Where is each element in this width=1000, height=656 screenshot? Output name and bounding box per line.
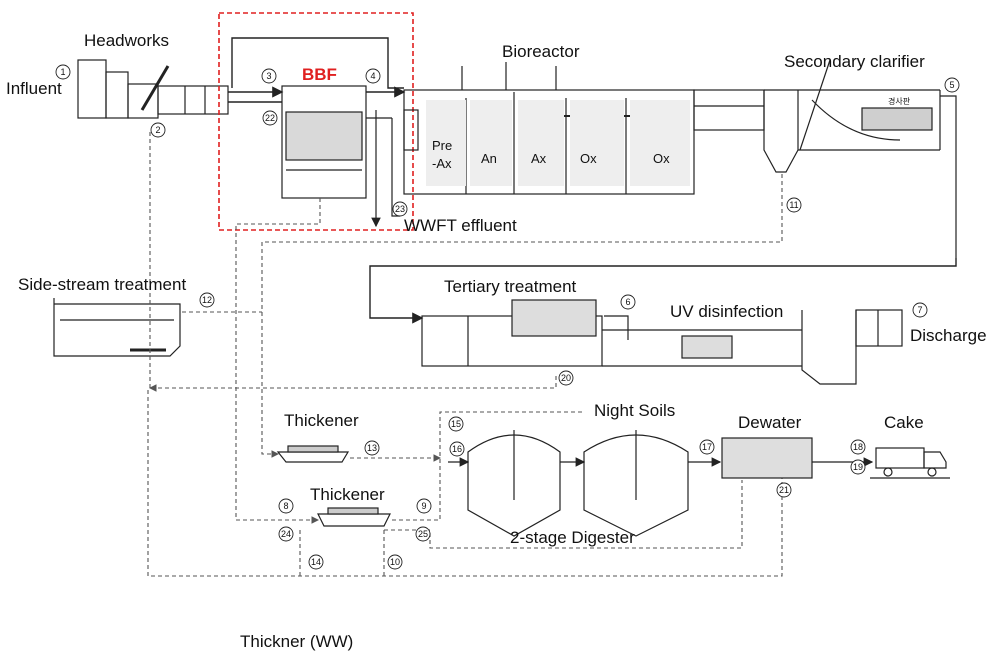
stream-number-23: 23 [395, 204, 405, 214]
digester-1 [467, 430, 561, 537]
label-thickener-1: Thickener [284, 411, 359, 430]
label-bioreactor: Bioreactor [502, 42, 580, 61]
stream-marker-19 [850, 459, 866, 475]
stream-marker-2 [150, 122, 166, 138]
stream-number-24: 24 [281, 529, 291, 539]
label-night-soils: Night Soils [594, 401, 675, 420]
stream-number-12: 12 [202, 295, 212, 305]
label-influent: Influent [6, 79, 62, 98]
label-an: An [481, 151, 497, 166]
stream-marker-13 [364, 440, 380, 456]
thickener-2 [317, 507, 391, 527]
label-wwft-effluent: WWFT effluent [404, 216, 517, 235]
label-side-stream: Side-stream treatment [18, 275, 186, 294]
stream-number-7: 7 [917, 305, 922, 315]
stream-marker-10 [387, 554, 403, 570]
stream-number-22: 22 [265, 113, 275, 123]
truck-icon [870, 447, 950, 479]
stream-marker-22 [262, 110, 278, 126]
dewater-unit [721, 437, 874, 479]
label-uv: UV disinfection [670, 302, 783, 321]
stream-number-19: 19 [853, 462, 863, 472]
stream-number-21: 21 [779, 485, 789, 495]
clarifier-tag: 경사판 [888, 96, 911, 106]
label-ox-2: Ox [653, 151, 670, 166]
stream-marker-16 [449, 441, 465, 457]
bbf-unit [281, 85, 400, 228]
label-tertiary: Tertiary treatment [444, 277, 577, 296]
label-ox-1: Ox [580, 151, 597, 166]
stream-marker-23 [392, 201, 408, 217]
stream-number-14: 14 [311, 557, 321, 567]
stream-marker-14 [308, 554, 324, 570]
secondary-clarifier-unit [693, 59, 957, 258]
return-sludge-line [235, 174, 783, 524]
stream-marker-20 [558, 370, 574, 386]
stream-number-25: 25 [418, 529, 428, 539]
tertiary-line [369, 258, 957, 324]
stream-marker-1 [55, 64, 71, 80]
side-stream-unit [53, 298, 181, 357]
label-headworks: Headworks [84, 31, 169, 50]
stream-marker-12 [199, 292, 215, 308]
stream-number-1: 1 [60, 67, 65, 77]
stream-number-9: 9 [421, 501, 426, 511]
stream-marker-17 [699, 439, 715, 455]
label-bbf: BBF [302, 65, 337, 84]
stream-number-17: 17 [702, 442, 712, 452]
stream-number-16: 16 [452, 444, 462, 454]
headworks-unit [77, 59, 229, 119]
stream-marker-6 [620, 294, 636, 310]
stream-number-15: 15 [451, 419, 461, 429]
stream-marker-21 [776, 482, 792, 498]
stream-marker-25 [415, 526, 431, 542]
stream-marker-7 [912, 302, 928, 318]
digester-2 [583, 430, 689, 537]
side-stream-lines [148, 130, 557, 392]
stream-marker-15 [448, 416, 464, 432]
label-pre-ax-2: -Ax [432, 156, 452, 171]
stream-marker-3 [261, 68, 277, 84]
thickener-1 [276, 445, 350, 463]
label-pre-ax-1: Pre [432, 138, 452, 153]
stream-marker-11 [786, 197, 802, 213]
stream-number-4: 4 [370, 71, 375, 81]
stream-number-13: 13 [367, 443, 377, 453]
stream-number-6: 6 [625, 297, 630, 307]
stream-number-8: 8 [283, 501, 288, 511]
label-ax: Ax [531, 151, 547, 166]
stream-number-18: 18 [853, 442, 863, 452]
label-thickener-2: Thickener [310, 485, 385, 504]
stream-marker-4 [365, 68, 381, 84]
stream-number-11: 11 [789, 200, 798, 210]
stream-marker-8 [278, 498, 294, 514]
label-secondary-clarifier: Secondary clarifier [784, 52, 925, 71]
stream-number-5: 5 [949, 80, 954, 90]
stream-marker-5 [944, 77, 960, 93]
label-discharge: Discharge [910, 326, 987, 345]
stream-marker-24 [278, 526, 294, 542]
stream-marker-18 [850, 439, 866, 455]
tertiary-unit [421, 299, 903, 385]
label-cake: Cake [884, 413, 924, 432]
label-dewater: Dewater [738, 413, 802, 432]
label-digester: 2-stage Digester [510, 528, 635, 547]
stream-number-2: 2 [155, 125, 160, 135]
main-pipe [228, 37, 406, 103]
stream-marker-9 [416, 498, 432, 514]
stream-number-3: 3 [266, 71, 271, 81]
label-thickner-ww: Thickner (WW) [240, 632, 353, 651]
bioreactor-unit [403, 62, 695, 195]
stream-number-10: 10 [390, 557, 400, 567]
sludge-lines [147, 390, 783, 577]
bbf-highlight-box [218, 12, 414, 231]
stream-number-20: 20 [561, 373, 571, 383]
